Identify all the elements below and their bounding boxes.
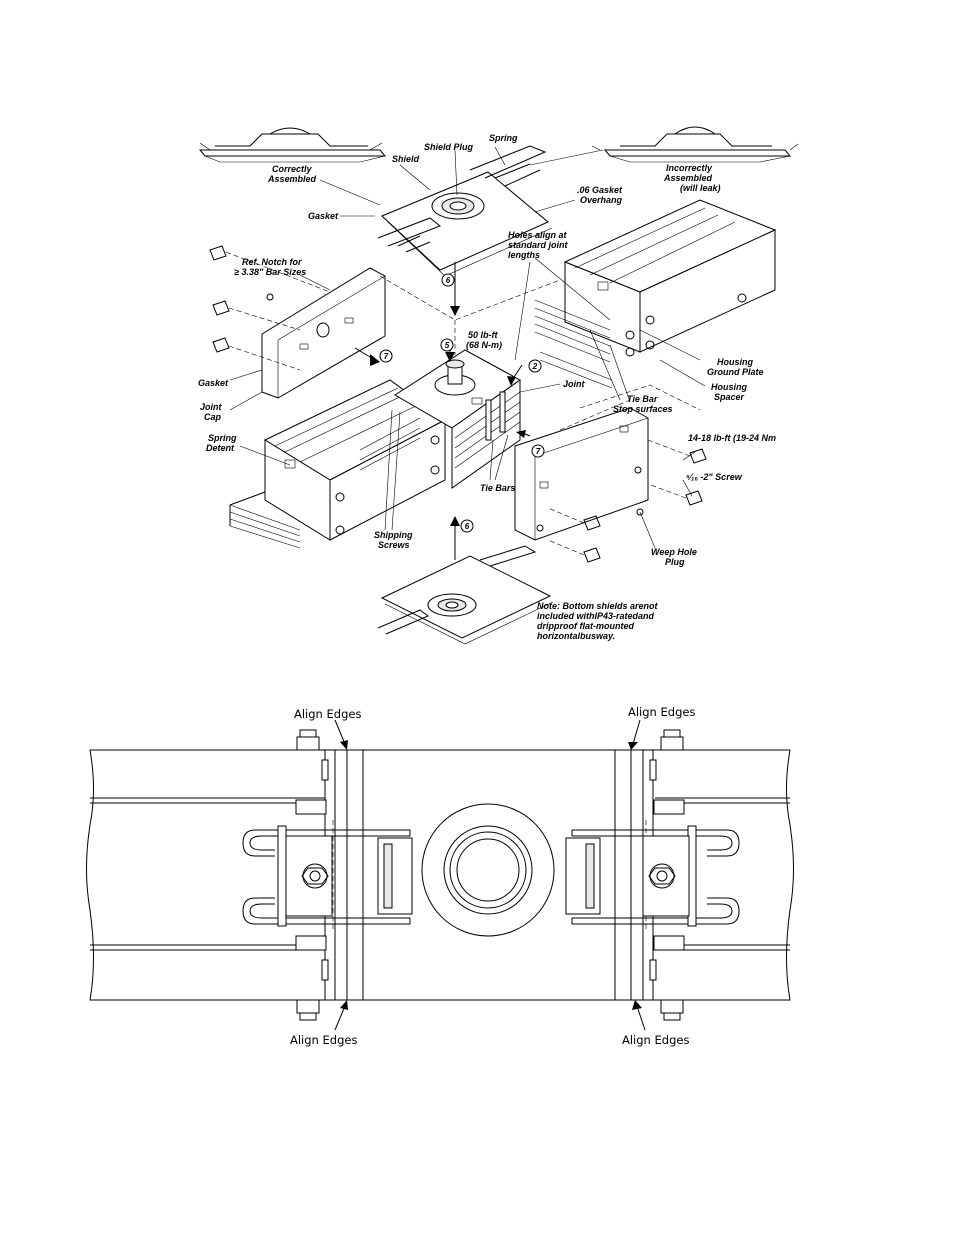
label-torque-14-18: 14-18 lb-ft (19-24 Nm (688, 433, 776, 443)
leader-lines (229, 146, 706, 560)
left-cap-bolts (209, 245, 331, 371)
plan-view (86, 719, 794, 1031)
center-joint-stack (394, 349, 521, 489)
bottom-shield (377, 545, 554, 645)
step-markers: 6 5 2 7 7 6 (379, 273, 545, 533)
label-gasket-top: Gasket (308, 211, 339, 221)
step-number: 6 (465, 522, 470, 531)
label-correctly-assembled: Correctly Assembled (267, 164, 317, 184)
label-gasket-overhang: .06 Gasket Overhang (577, 185, 625, 205)
label-shield-plug: Shield Plug (424, 142, 474, 152)
label-joint-cap: Joint Cap (200, 402, 224, 422)
label-housing-spacer: Housing Spacer (711, 382, 750, 402)
top-shield (377, 145, 553, 277)
label-align-edges-bottom-left: Align Edges (290, 1033, 357, 1047)
left-housing (229, 379, 446, 549)
label-note: Note: Bottom shields arenot included wit… (537, 601, 660, 641)
label-ref-notch: Ref. Notch for ≥ 3.38" Bar Sizes (234, 257, 306, 277)
correctly-assembled-shield-inset (198, 127, 387, 163)
label-incorrectly-assembled: Incorrectly Assembled (will leak) (663, 163, 721, 193)
label-spring-detent: Spring Detent (206, 433, 239, 453)
step-number: 2 (532, 362, 538, 371)
incorrectly-assembled-shield-inset (591, 126, 799, 163)
label-screw: ⁵⁄₁₆ -2" Screw (686, 472, 743, 482)
label-weep-hole-plug: Weep Hole Plug (651, 547, 699, 567)
plan-view-labels: Align Edges Align Edges Align Edges Alig… (290, 705, 695, 1047)
label-shipping-screws: Shipping Screws (374, 530, 415, 550)
right-housing (534, 199, 777, 389)
label-align-edges-top-left: Align Edges (294, 707, 361, 721)
step-number: 7 (536, 447, 541, 456)
label-align-edges-top-right: Align Edges (628, 705, 695, 719)
step-number: 5 (445, 341, 450, 350)
label-align-edges-bottom-right: Align Edges (622, 1033, 689, 1047)
step-number: 6 (446, 276, 451, 285)
label-gasket-left: Gasket (198, 378, 229, 388)
left-joint-cap (261, 267, 386, 399)
label-shield: Shield (392, 154, 420, 164)
label-spring: Spring (489, 133, 518, 143)
exploded-view-labels: Correctly Assembled Shield Shield Plug S… (198, 133, 776, 641)
step-number: 7 (384, 352, 389, 361)
label-tie-bars: Tie Bars (480, 483, 515, 493)
right-cap-bolts (547, 439, 707, 563)
right-joint-cap (514, 407, 649, 541)
label-housing-ground-plate: Housing Ground Plate (707, 357, 764, 377)
label-holes-align: Holes align at standard joint lengths (508, 230, 570, 260)
label-tie-bar-stop: Tie Bar Stop surfaces (613, 394, 673, 414)
label-joint: Joint (563, 379, 586, 389)
label-torque-50: 50 lb-ft (68 N-m) (466, 330, 502, 350)
